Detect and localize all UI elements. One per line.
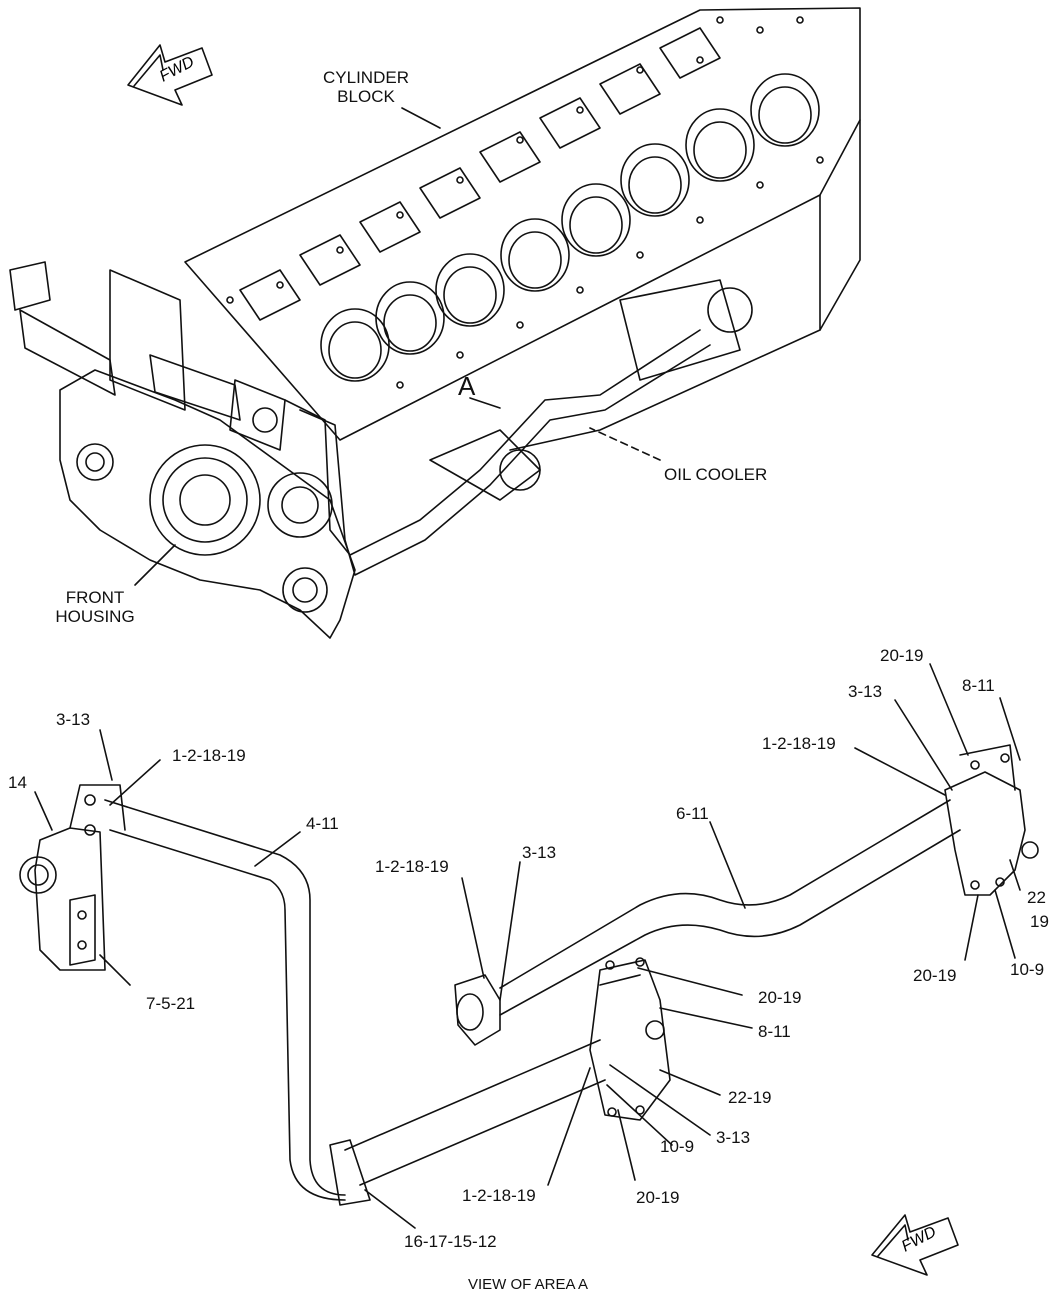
mid-flange	[454, 974, 501, 1046]
left-housing	[34, 827, 106, 971]
callout-1-2-18-19-mid: 1-2-18-19	[375, 857, 449, 876]
label-oil-cooler: OIL COOLER	[664, 465, 768, 484]
fwd-arrow-bottom	[871, 1214, 959, 1276]
callout-19-right: 19	[1030, 912, 1049, 931]
callout-20-19-right: 20-19	[913, 966, 957, 985]
callout-3-13-center: 3-13	[716, 1128, 751, 1147]
callout-8-11-center: 8-11	[758, 1022, 791, 1041]
callout-6-11: 6-11	[676, 804, 709, 823]
callout-10-9-center: 10-9	[660, 1137, 695, 1156]
area-marker-a: A	[458, 371, 476, 401]
callout-1-2-18-19-right: 1-2-18-19	[762, 734, 836, 753]
callout-20-19-bottom: 20-19	[636, 1188, 680, 1207]
callout-20-19-top: 20-19	[880, 646, 924, 665]
callout-1-2-18-19-bottom: 1-2-18-19	[462, 1186, 536, 1205]
callout-4-11: 4-11	[306, 814, 339, 833]
callout-14: 14	[8, 773, 27, 792]
callout-20-19-center: 20-19	[758, 988, 802, 1007]
center-housing	[589, 959, 671, 1121]
callout-22-19-center: 22-19	[728, 1088, 772, 1107]
callout-7-5-21: 7-5-21	[146, 994, 196, 1013]
fwd-arrow-top	[127, 44, 213, 106]
block-pockets	[239, 27, 721, 321]
callout-22-right: 22	[1027, 888, 1046, 907]
label-cylinder-block-line1: CYLINDER	[323, 68, 409, 87]
label-front-housing-line1: FRONT	[65, 588, 125, 607]
callout-10-9-right: 10-9	[1010, 960, 1045, 979]
pipe-6-11	[499, 799, 951, 989]
callout-3-13-mid: 3-13	[522, 843, 557, 862]
lower-leaders	[34, 663, 1021, 1229]
oil-pipe-assembly	[19, 744, 1039, 1206]
pipe-4-11	[104, 799, 346, 1196]
right-housing	[944, 771, 1026, 896]
label-cylinder-block-line2: BLOCK	[337, 87, 395, 106]
view-caption: VIEW OF AREA A	[467, 1276, 589, 1293]
callout-3-13-right: 3-13	[848, 682, 883, 701]
deck-holes	[226, 16, 824, 389]
callout-8-11-right: 8-11	[962, 676, 995, 695]
label-front-housing: FRONT HOUSING	[40, 588, 150, 626]
pipe-lower	[344, 1039, 601, 1151]
front-housing	[59, 369, 356, 639]
upper-leaders	[134, 107, 661, 586]
callout-1-2-18-19-left: 1-2-18-19	[172, 746, 246, 765]
callout-16-17-15-12: 16-17-15-12	[404, 1232, 497, 1251]
label-cylinder-block: CYLINDER BLOCK	[316, 68, 416, 106]
label-front-housing-line2: HOUSING	[55, 607, 135, 626]
engine-illustration	[9, 7, 861, 639]
cylinder-bores	[320, 73, 820, 382]
engine-oil-pipe	[284, 329, 701, 556]
callout-3-13-left: 3-13	[56, 710, 91, 729]
